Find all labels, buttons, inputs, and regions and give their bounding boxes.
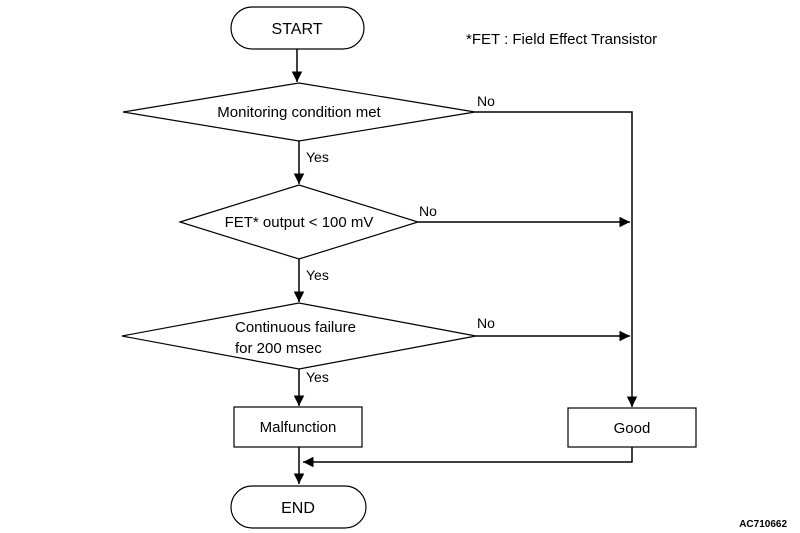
yes-label-1: Yes [306, 149, 329, 165]
figure-id: AC710662 [739, 519, 787, 530]
end-terminator [230, 485, 367, 529]
malfunction-box [233, 406, 363, 448]
decision-continuous-failure [121, 302, 477, 370]
arrow-decision1-no [475, 111, 638, 407]
yes-label-3: Yes [306, 369, 329, 385]
no-label-1: No [477, 93, 495, 109]
malfunction-label: Malfunction [260, 419, 337, 436]
start-label: START [272, 21, 323, 38]
decision-continuous-failure-label-line2: for 200 msec [235, 340, 322, 357]
no-label-2: No [419, 203, 437, 219]
fet-footnote: *FET : Field Effect Transistor [466, 31, 657, 48]
good-label: Good [614, 420, 651, 437]
decision-monitoring-condition-label: Monitoring condition met [217, 104, 381, 121]
decision-continuous-failure-label-line1: Continuous failure [235, 319, 356, 336]
no-label-3: No [477, 315, 495, 331]
end-label: END [281, 500, 315, 517]
arrow-good-to-merge [303, 447, 633, 468]
decision-fet-output-label: FET* output < 100 mV [225, 214, 374, 231]
yes-label-2: Yes [306, 267, 329, 283]
